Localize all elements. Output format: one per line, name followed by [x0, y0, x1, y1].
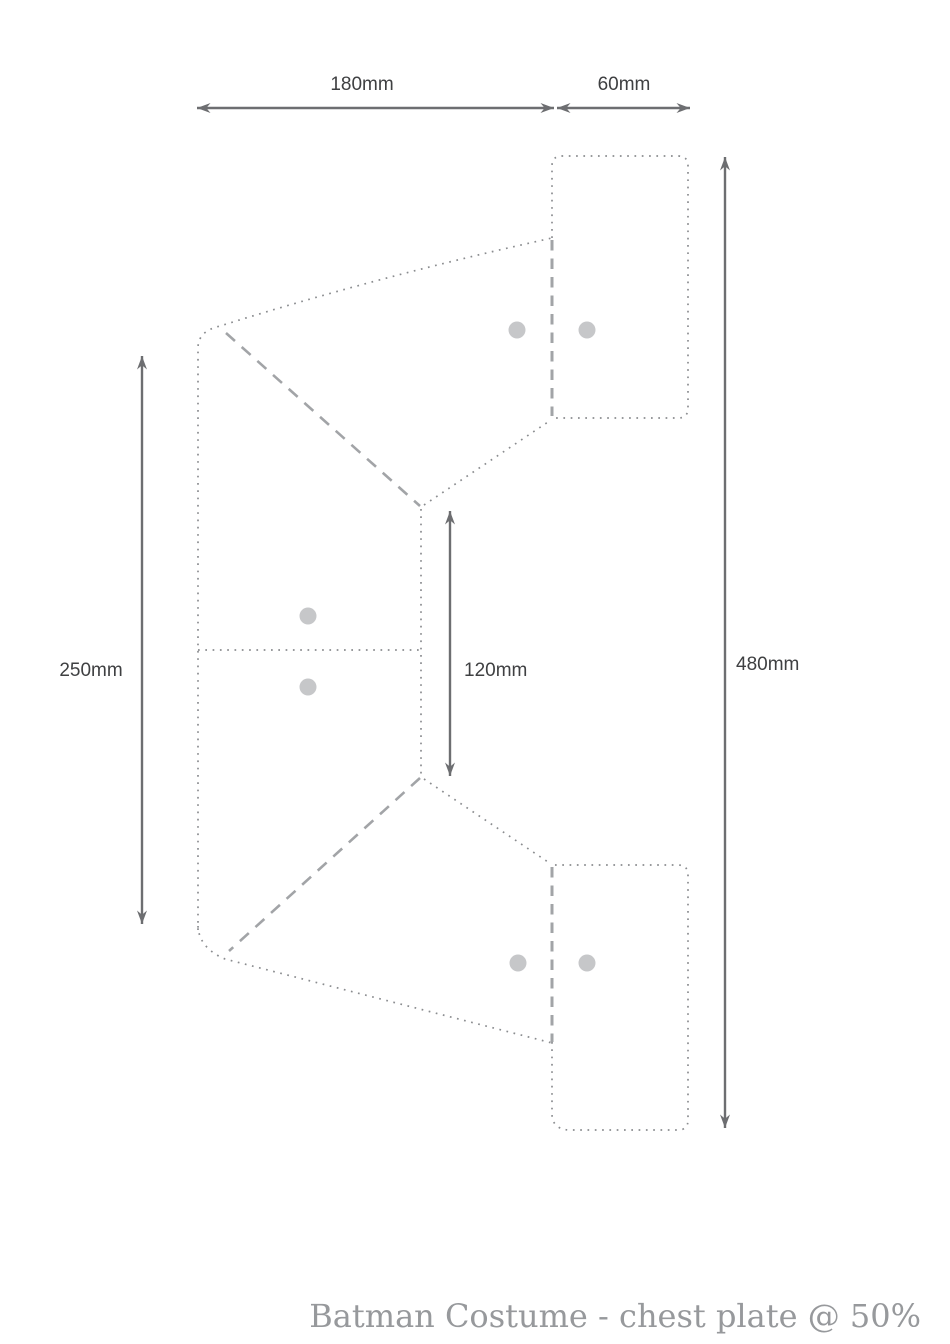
pattern-edge-top-diagonal	[423, 419, 552, 506]
dimension-label-height-total: 480mm	[736, 654, 799, 675]
flap-top-outline	[551, 155, 689, 419]
rivet-dot	[508, 321, 526, 339]
dimension-label-height-left: 250mm	[59, 660, 122, 681]
rivet-dot	[299, 678, 317, 696]
dimension-label-height-center: 120mm	[464, 660, 527, 681]
pattern-outline-left-top	[197, 237, 553, 930]
rivet-dot	[299, 607, 317, 625]
fold-line-upper	[225, 332, 421, 507]
rivet-dot	[578, 954, 596, 972]
pattern-edge-bottom-diagonal	[423, 778, 552, 865]
dimension-label-width-main: 180mm	[330, 74, 393, 95]
pattern-outline-bottom	[197, 925, 553, 1044]
rivet-dot	[509, 954, 527, 972]
flap-bottom-outline	[551, 864, 689, 1131]
page-title: Batman Costume - chest plate @ 50%	[309, 1297, 921, 1335]
rivet-dot	[578, 321, 596, 339]
dimension-label-width-flap: 60mm	[598, 74, 651, 95]
fold-line-lower	[228, 777, 421, 952]
